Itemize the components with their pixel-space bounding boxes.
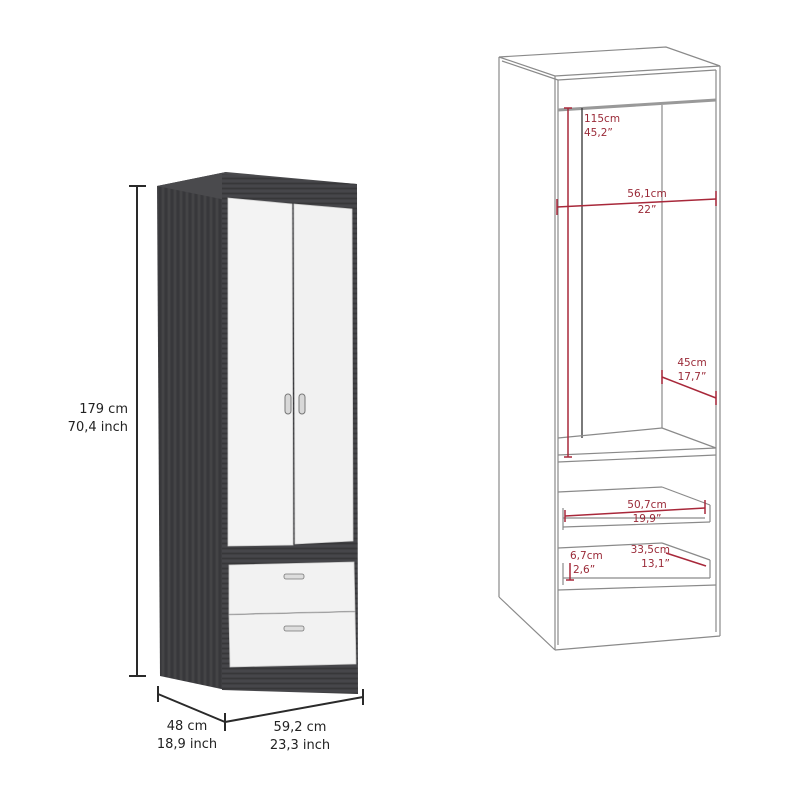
depth-width-dimension-line [157, 686, 364, 731]
inner-depth-inch: 17,7” [677, 371, 707, 383]
drawer-handle-2 [283, 625, 305, 632]
width-cm: 59,2 cm [273, 720, 327, 735]
height-label: 179 cm 70,4 inch [40, 401, 128, 437]
depth-label: 48 cm 18,9 inch [147, 718, 227, 754]
inner-width-inch: 22” [637, 204, 657, 216]
side-panel [157, 172, 226, 690]
door-handles [284, 393, 306, 415]
hanging-height-inch: 45,2” [584, 127, 613, 139]
width-label: 59,2 cm 23,3 inch [250, 719, 350, 755]
drawer-height-cm: 6,7cm [570, 550, 603, 562]
drawer-depth-label: 33,5cm 13,1” [626, 543, 670, 571]
drawer-width-label: 50,7cm 19,9” [612, 498, 682, 526]
drawer-depth-cm: 33,5cm [630, 544, 670, 556]
inner-depth-cm: 45cm [677, 357, 707, 369]
drawer-width-cm: 50,7cm [627, 499, 667, 511]
drawer-1 [228, 561, 356, 615]
height-cm: 179 cm [79, 402, 128, 417]
drawer-height-inch: 2,6” [573, 564, 596, 576]
hanging-height-cm: 115cm [584, 113, 621, 125]
wardrobe-interior-view [498, 46, 721, 651]
drawer-width-inch: 19,9” [632, 513, 662, 525]
left-door [227, 197, 294, 547]
inner-depth-label: 45cm 17,7” [672, 356, 712, 384]
drawer-height-label: 6,7cm 2,6” [570, 549, 603, 577]
inner-width-cm: 56,1cm [627, 188, 667, 200]
depth-cm: 48 cm [166, 719, 208, 734]
depth-inch: 18,9 inch [156, 737, 218, 752]
height-dimension-line [129, 185, 146, 677]
width-inch: 23,3 inch [269, 738, 331, 753]
interior-dimension-lines [556, 107, 717, 581]
right-door [293, 203, 354, 545]
wardrobe-front-view [157, 172, 358, 694]
drawer-handle-1 [283, 573, 305, 580]
drawer-depth-inch: 13,1” [641, 558, 670, 570]
hanging-height-label: 115cm 45,2” [584, 112, 620, 140]
inner-width-label: 56,1cm 22” [617, 187, 677, 217]
height-inch: 70,4 inch [67, 420, 128, 435]
drawer-2 [228, 611, 357, 668]
